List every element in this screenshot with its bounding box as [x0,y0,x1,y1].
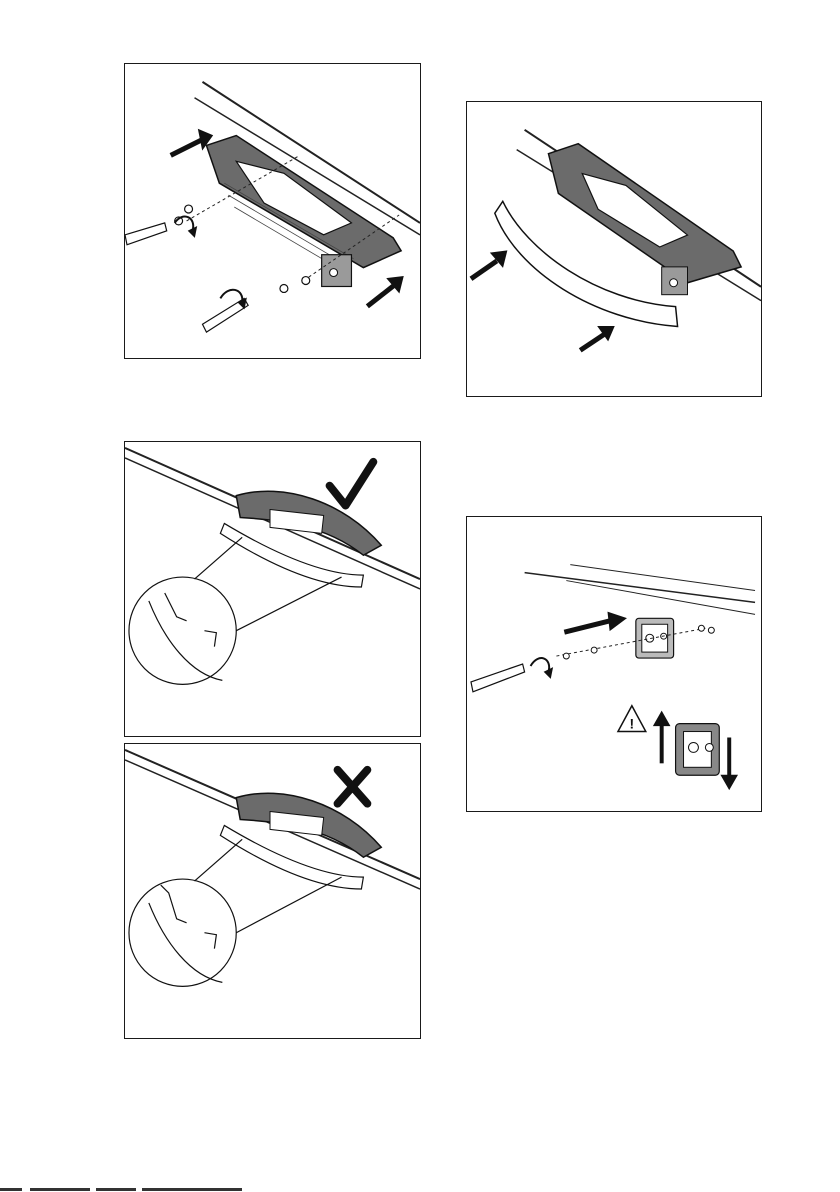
figure-cover-incorrect [124,743,421,1039]
handle-mount-screws-illustration [125,64,420,358]
screwdriver-rotate-icon [471,647,597,692]
figure-handle-mount [124,63,421,359]
push-arrow-icon [564,612,626,632]
figure-handle-cover [466,101,762,397]
handle-cover-fit-illustration [467,102,761,396]
cover-incorrect-fit-illustration [125,744,420,1038]
magnifier-detail-icon [129,839,342,986]
cross-icon [338,770,368,804]
screwdriver-rotate-icon [125,217,248,333]
figure-cover-correct [124,441,421,737]
cover-correct-fit-illustration [125,442,420,736]
warning-symbol: ! [630,716,635,732]
magnifier-detail-icon [129,537,342,684]
figure-bracket-mount: ! [466,516,762,812]
page-cut-edge [0,1187,840,1192]
warning-triangle-icon: ! [618,706,646,732]
bracket-mount-screws-illustration: ! [467,517,761,811]
checkmark-icon [330,462,374,506]
